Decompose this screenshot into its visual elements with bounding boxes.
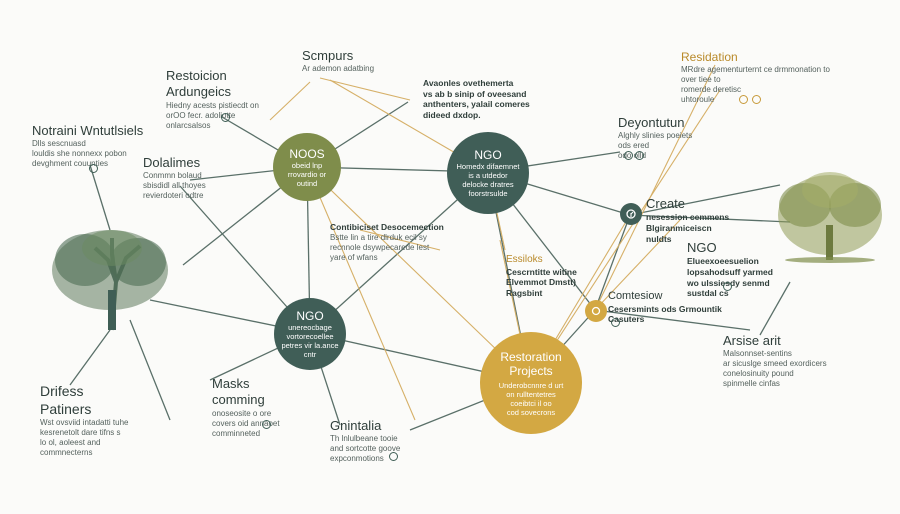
label-title: Contibiciset Desocemection	[330, 222, 444, 232]
label-create: Create nesession cemmens Blgiranmiceiscn…	[646, 196, 729, 244]
node-body: unereocbage vortorecoellee petres vir la…	[281, 323, 339, 359]
sprout-icon	[626, 209, 636, 219]
label-title: Dolalimes	[143, 155, 201, 170]
label-title: Arsise arit	[723, 333, 781, 348]
label-body: Elueexoeesuelion lopsahodsuff yarmed wo …	[687, 256, 773, 299]
node-body: obeid lnp rrovardio or outind	[287, 160, 327, 188]
create-node[interactable]	[620, 203, 642, 225]
link	[529, 89, 721, 383]
label-body: nesession cemmens Blgiranmiceiscn nuldts	[646, 212, 730, 244]
link	[629, 214, 791, 223]
link	[594, 309, 751, 331]
link	[306, 166, 531, 383]
label-title: Masks comming	[212, 376, 265, 408]
restoration-projects-node[interactable]: Restoration Projects Underobcnnre d urt …	[480, 332, 582, 434]
link	[319, 77, 411, 101]
label-title: Drifess Patiners	[40, 383, 92, 417]
label-notraini: Notraini Wntutlsiels Dlls sescnuasd loul…	[32, 123, 143, 169]
label-body: Hiedny acests pistiecdt on orOO fecr. ad…	[166, 100, 259, 130]
connector-dot	[635, 151, 644, 160]
link	[306, 166, 416, 421]
link	[359, 229, 441, 251]
connector-dot	[723, 282, 732, 291]
label-body: Wst ovsviid intadatti tuhe kesrenetolt d…	[40, 418, 129, 457]
right-tree-illustration	[778, 172, 882, 263]
connector-dot	[752, 95, 761, 104]
link	[269, 81, 311, 121]
ring-icon	[591, 306, 601, 316]
comtesiow-node[interactable]	[585, 300, 607, 322]
label-scmpurs: Scmpurs Ar ademon adatbing	[302, 48, 374, 74]
label-title: Residation	[681, 50, 738, 64]
label-dolalimes: Dolalimes Conmmn bolaud sbisdidl all tho…	[143, 155, 206, 201]
ngo-mid-node[interactable]: NGO unereocbage vortorecoellee petres vi…	[274, 298, 346, 370]
label-ngo-right: NGO Elueexoeesuelion lopsahodsuff yarmed…	[687, 240, 773, 299]
label-title: Scmpurs	[302, 48, 354, 63]
label-comtesiow: Comtesiow Cesersmints ods Grmountik Casu…	[608, 290, 722, 325]
label-restoicion: Restoicion Ardungeics Hiedny acests pist…	[166, 68, 259, 131]
node-title: NGO	[296, 309, 324, 323]
link	[594, 64, 716, 311]
label-body: Ar ademon adatbing	[302, 64, 375, 74]
node-title: Restoration Projects	[500, 349, 562, 378]
connector-dot	[624, 151, 633, 160]
left-tree-illustration	[52, 230, 168, 331]
label-essiloks: Essiloks Cescrntitte witine Elvemmot Dms…	[506, 254, 577, 298]
label-body: Conmmn bolaud sbisdidl all thoyes revier…	[143, 171, 206, 201]
label-body: Cesersmints ods Grmountik Casuters	[608, 303, 722, 325]
connector-dot	[89, 164, 98, 173]
label-title: Comtesiow	[608, 290, 663, 302]
connector-dot	[262, 420, 271, 429]
link	[129, 319, 171, 421]
noos-node[interactable]: NOOS obeid lnp rrovardio or outind	[273, 133, 341, 201]
link	[629, 184, 781, 216]
label-residation: Residation MRdre agementurternt ce drmmo…	[681, 50, 830, 105]
link	[759, 281, 791, 336]
label-title: Essiloks	[506, 254, 543, 265]
label-contibiciset: Contibiciset Desocemection Bstte lin a t…	[330, 222, 444, 263]
label-body: Cescrntitte witine Elvemmot Dmstt) Ragsb…	[506, 266, 577, 298]
label-body: Bstte lin a tire dlrduk ecil sy recnnole…	[330, 232, 430, 262]
label-title: Restoicion Ardungeics	[166, 68, 232, 100]
label-title: Create	[646, 196, 686, 211]
label-gnintalia: Gnintalia Th lnlulbeane tooie and sortco…	[330, 418, 400, 464]
label-arsise: Arsise arit Malsonnset-sentins ar sicusl…	[723, 333, 827, 389]
connector-dot	[221, 113, 230, 122]
label-masks: Masks comming onoseosite o ore covers oi…	[212, 376, 280, 439]
label-title: Gnintalia	[330, 418, 382, 433]
ngo-top-node[interactable]: NGO Homedx difaemnet is a utdedor delock…	[447, 132, 529, 214]
connector-dot	[739, 95, 748, 104]
node-title: NGO	[474, 148, 502, 162]
label-body: Avaonles ovethemerta vs ab b sinip of ov…	[423, 78, 530, 120]
node-title: NOOS	[289, 146, 325, 161]
link	[594, 219, 681, 311]
connector-dot	[611, 318, 620, 327]
link	[89, 164, 111, 231]
label-avaonies: Avaonles ovethemerta vs ab b sinip of ov…	[423, 78, 530, 121]
label-drifess: Drifess Patiners Wst ovsviid intadatti t…	[40, 383, 128, 458]
node-body: Homedx difaemnet is a utdedor delocke dr…	[456, 162, 520, 198]
link	[594, 214, 631, 311]
label-title: Notraini Wntutlsiels	[32, 123, 144, 138]
label-body: Dlls sescnuasd louldis she nonnexx pobon…	[32, 139, 127, 169]
label-title: Deyontutun	[618, 115, 685, 130]
label-body: Malsonnset-sentins ar sicuslge smeed exo…	[723, 349, 827, 389]
connector-dot	[389, 452, 398, 461]
link	[69, 329, 111, 386]
node-body: Underobcnnre d urt on rulltentetres coei…	[498, 380, 564, 417]
label-title: NGO	[687, 240, 717, 255]
label-body: Th lnlulbeane tooie and sortcotte goove …	[330, 434, 401, 464]
label-body: MRdre agementurternt ce drmmonation to o…	[681, 65, 830, 104]
